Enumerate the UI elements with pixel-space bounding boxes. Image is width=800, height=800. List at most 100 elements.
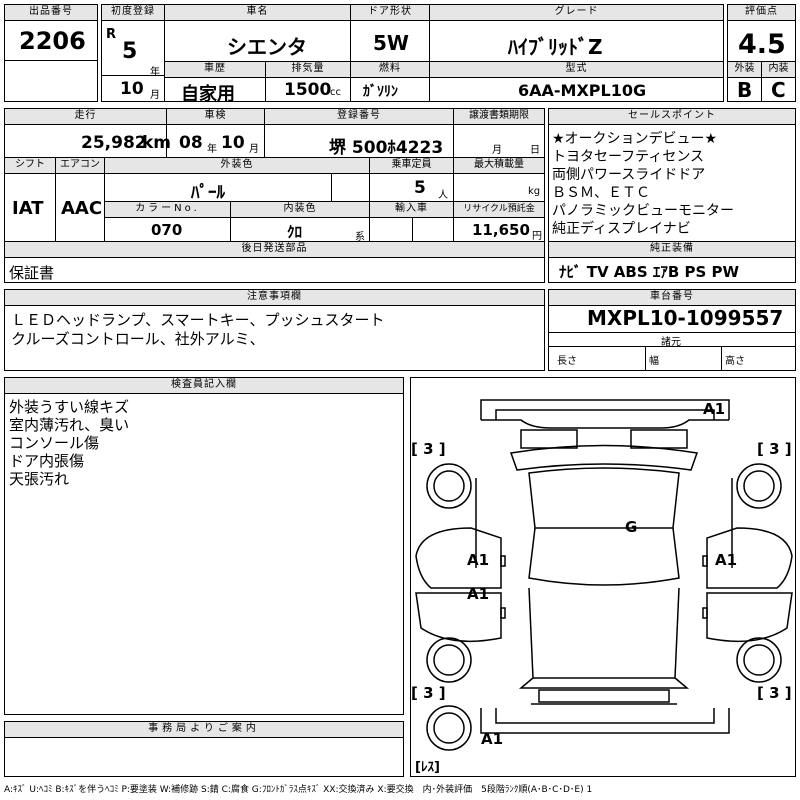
interior-grade: C (771, 78, 786, 102)
max-load-box: 最大積載量 kg (453, 157, 545, 202)
chassis-box: 車台番号 MXPL10-1099557 諸元 長さ 幅 高さ (548, 289, 796, 371)
mileage: 25,982 (81, 133, 147, 153)
first-reg-month: 10 (120, 79, 144, 99)
inspection-month-unit: 月 (249, 144, 259, 155)
aircon-label: エアコン (56, 158, 104, 174)
displacement-label: 排気量 (266, 62, 350, 78)
displacement-unit: cc (330, 87, 341, 98)
lot-extra-box (4, 60, 98, 102)
door-type: 5W (373, 31, 409, 55)
first-reg-label: 初度登録 (102, 5, 164, 21)
fuel: ｶﾞｿﾘﾝ (363, 84, 398, 100)
fuel-box: 燃料 ｶﾞｿﾘﾝ (350, 61, 430, 102)
inspector-line: コンソール傷 (9, 434, 100, 452)
exterior-grade: B (737, 78, 753, 102)
recycle: 11,650 (472, 221, 530, 239)
inspector-label: 検査員記入欄 (5, 378, 403, 394)
damage-roof: G (625, 518, 638, 536)
car-diagram: A1 G A1 A1 A1 A1 [ 3 ] [ 3 ] [ 3 ] [ 3 ]… (410, 377, 796, 777)
first-reg-month-unit: 月 (150, 90, 160, 101)
inspection-box: 車検 08 年 10 月 (166, 108, 265, 158)
lot-number: 2206 (19, 27, 86, 55)
capacity-unit: 人 (438, 190, 448, 201)
chassis-label: 車台番号 (549, 290, 795, 306)
office-label: 事務局よりご案内 (5, 722, 403, 738)
damage-front: A1 (703, 400, 726, 418)
tire-fl-rating: [ 3 ] (411, 440, 446, 458)
lot-box: 出品番号 2206 (4, 4, 98, 61)
recycle-box: リサイクル預託金 11,650 円 (453, 201, 545, 242)
chassis-number: MXPL10-1099557 (587, 306, 784, 330)
sales-points-box: セールスポイント ★オークションデビュー★ トヨタセーフティセンス 両側パワース… (548, 108, 796, 242)
damage-right-front-door: A1 (715, 551, 738, 569)
interior-label: 内装 (762, 62, 795, 78)
sales-point: 純正ディスプレイナビ (552, 221, 691, 237)
shift-box: シフト IAT (4, 157, 56, 242)
reg-no-label: 登録番号 (265, 109, 453, 125)
sales-point: ＢＳＭ、ＥＴＣ (552, 185, 650, 201)
reg-no: 堺 500ﾎ4223 (329, 138, 444, 158)
history: 自家用 (181, 84, 235, 105)
score-box: 評価点 4.5 (727, 4, 796, 62)
grade-label: グレード (430, 5, 723, 21)
recycle-unit: 円 (532, 231, 542, 242)
first-reg-year: 5 (122, 39, 138, 64)
score: 4.5 (738, 29, 786, 60)
capacity-box: 乗車定員 5 人 (369, 157, 454, 202)
lot-label: 出品番号 (5, 5, 97, 21)
specs-label: 諸元 (661, 337, 681, 348)
int-color-box: 内装色 ｸﾛ 系 (230, 201, 370, 243)
int-color-unit: 系 (355, 232, 365, 243)
first-reg-month-box: 10 月 (101, 75, 165, 102)
sales-points-label: セールスポイント (549, 109, 795, 125)
notes-line: ＬＥＤヘッドランプ、スマートキー、プッシュスタート (11, 311, 385, 329)
later-parts: 保証書 (9, 264, 55, 282)
transfer-box: 譲渡書類期限 月 日 (453, 108, 545, 158)
tire-rl-rating: [ 3 ] (411, 684, 446, 702)
model-box: 型式 6AA-MXPL10G (429, 61, 724, 102)
damage-rear: A1 (481, 730, 504, 748)
ext-color-label: 外装色 (105, 158, 369, 174)
inspector-line: 天張汚れ (9, 470, 70, 488)
inspection-year: 08 (179, 133, 203, 153)
capacity: 5 (414, 178, 426, 198)
transfer-label: 譲渡書類期限 (454, 109, 544, 125)
notes-box: 注意事項欄 ＬＥＤヘッドランプ、スマートキー、プッシュスタート クルーズコントロ… (4, 289, 545, 371)
score-label: 評価点 (728, 5, 795, 21)
int-color: ｸﾛ (287, 223, 303, 241)
aircon: AAC (61, 198, 103, 219)
grade: ﾊｲﾌﾞﾘｯﾄﾞZ (508, 35, 603, 59)
shift-label: シフト (5, 158, 55, 174)
door-box: ドア形状 5W (350, 4, 430, 62)
later-parts-label: 後日発送部品 (5, 242, 544, 258)
history-box: 車歴 自家用 (164, 61, 266, 105)
damage-left-front-door: A1 (467, 551, 490, 569)
ext-color: ﾊﾟｰﾙ (191, 183, 225, 203)
car-outline (415, 399, 793, 751)
first-reg-box: 初度登録 R 5 年 (101, 4, 165, 78)
sales-point: 両側パワースライドドア (552, 167, 706, 183)
car-name-box: 車名 シエンタ (164, 4, 351, 62)
specs-width: 幅 (649, 356, 659, 367)
import-label: 輸入車 (370, 202, 453, 218)
color-no: 070 (151, 221, 183, 239)
inspector-line: 室内薄汚れ、臭い (9, 416, 130, 434)
model: 6AA-MXPL10G (518, 81, 647, 100)
equipment-label: 純正装備 (549, 242, 795, 258)
equipment-box: 純正装備 ﾅﾋﾞ TV ABS ｴｱB PS PW (548, 241, 796, 283)
car-name-label: 車名 (165, 5, 350, 21)
mileage-label: 走行 (5, 109, 166, 125)
tire-rr-rating: [ 3 ] (757, 684, 792, 702)
inspection-year-unit: 年 (207, 144, 217, 155)
first-reg-era: R (106, 27, 117, 42)
inspection-label: 車検 (167, 109, 264, 125)
fuel-label: 燃料 (351, 62, 429, 78)
car-name: シエンタ (227, 35, 307, 59)
mileage-box: 走行 25,982 km (4, 108, 171, 158)
color-no-label: カラーNo. (105, 202, 230, 218)
specs-length: 長さ (557, 356, 577, 367)
exterior-box: 外装 B (727, 61, 762, 102)
mileage-unit: km (142, 133, 172, 153)
import-box: 輸入車 (369, 201, 454, 242)
notes-label: 注意事項欄 (5, 290, 544, 306)
